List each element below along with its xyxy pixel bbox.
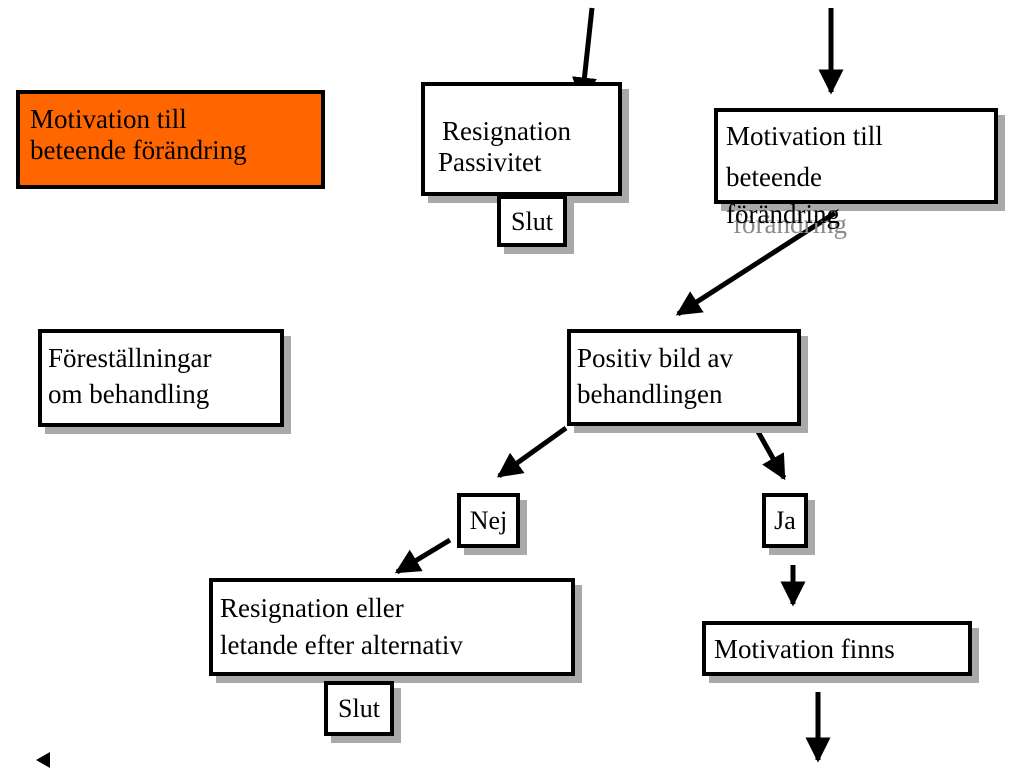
positiv-bild-box: Positiv bild av behandlingen [567, 329, 801, 426]
resignation-passivitet-box: Resignation Passivitet [421, 82, 622, 196]
arrow-motivation-to-positiv [675, 210, 837, 317]
forestallningar-box: Föreställningar om behandling [38, 329, 284, 427]
ghost-text-forandring: förändring [733, 209, 847, 239]
slut-box-top: Slut [497, 195, 567, 247]
motivation-box-right-line-1: Motivation till [726, 121, 883, 151]
resignation-alternativ-line-1: Resignation eller [220, 593, 404, 623]
positiv-bild-line-1: Positiv bild av [577, 343, 734, 373]
forestallningar-line-1: Föreställningar [48, 343, 212, 373]
nej-box: Nej [457, 493, 520, 548]
motivation-box-right-line-3: förändring [726, 199, 840, 229]
resignation-alternativ-box: Resignation eller letande efter alternat… [209, 578, 575, 676]
back-arrow-icon[interactable] [36, 752, 50, 768]
slut-bottom-label: Slut [338, 694, 380, 723]
forestallningar-line-2: om behandling [48, 379, 210, 409]
ja-label: Ja [774, 506, 796, 535]
resignation-alternativ-line-2: letande efter alternativ [220, 630, 463, 660]
motivation-box-right: Motivation till beteende förändring [714, 108, 998, 229]
nej-label: Nej [469, 506, 508, 535]
resignation-passivitet-line-2: Passivitet [438, 147, 542, 177]
positiv-bild-line-2: behandlingen [577, 379, 723, 409]
motivation-finns-label: Motivation finns [714, 634, 895, 664]
ja-box: Ja [762, 493, 808, 548]
slut-top-label: Slut [511, 207, 553, 236]
arrow-positiv-to-ja [753, 426, 787, 481]
motivation-box-orange-line-1: Motivation till [30, 104, 187, 134]
arrow-nej-to-resignation [394, 537, 452, 575]
motivation-box-orange-line-2: beteende förändring [30, 135, 247, 165]
arrow-positiv-to-nej [496, 425, 568, 479]
motivation-box-right-line-2: beteende [726, 162, 822, 192]
slut-box-bottom: Slut [324, 681, 394, 736]
motivation-finns-box: Motivation finns [702, 621, 972, 676]
motivation-box-orange: Motivation till beteende förändring [16, 90, 325, 189]
resignation-passivitet-line-1: Resignation [442, 116, 571, 146]
